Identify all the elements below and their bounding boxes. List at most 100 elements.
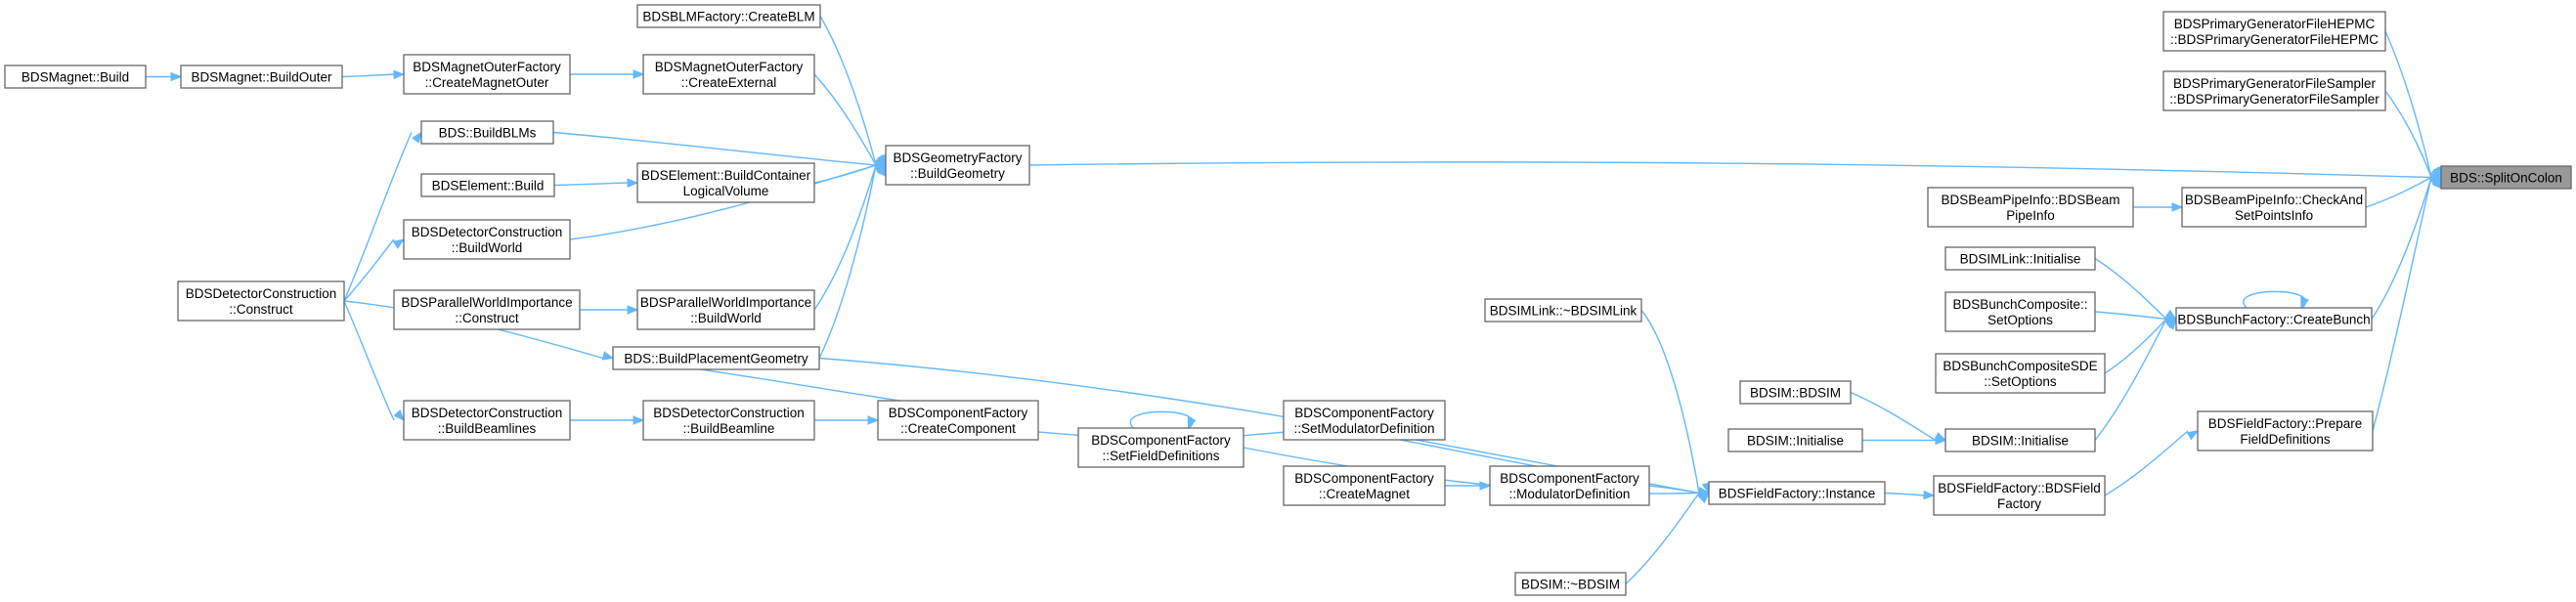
edge-line (2243, 290, 2307, 309)
edge-instance-to-fieldfactory (1884, 490, 1936, 500)
node-box (1283, 400, 1446, 441)
node-label: BDSIM::BDSIM (1750, 386, 1841, 401)
node-label: ::CreateComponent (900, 421, 1016, 436)
node-buildbeamlines[interactable]: BDSDetectorConstruction::BuildBeamlines (403, 400, 571, 441)
node-elbuild[interactable]: BDSElement::Build (420, 173, 555, 197)
node-setmod[interactable]: BDSComponentFactory::SetModulatorDefinit… (1283, 400, 1446, 441)
node-placement[interactable]: BDS::BuildPlacementGeometry (612, 346, 820, 370)
edge-line (553, 182, 629, 187)
node-label: ::SetFieldDefinitions (1102, 449, 1219, 463)
node-label: BDSComponentFactory (889, 406, 1028, 420)
node-label: ::SetModulatorDefinition (1293, 421, 1434, 436)
node-hepmc[interactable]: BDSPrimaryGeneratorFileHEPMC::BDSPrimary… (2162, 11, 2386, 52)
edge-line (1129, 410, 1194, 429)
node-createcomp[interactable]: BDSComponentFactory::CreateComponent (877, 400, 1039, 441)
node-box (403, 54, 571, 95)
node-simlinkdtor[interactable]: BDSIMLink::~BDSIMLink (1484, 298, 1642, 322)
node-box (393, 289, 581, 330)
node-instance[interactable]: BDSFieldFactory::Instance (1708, 481, 1886, 505)
node-magbuild[interactable]: BDSMagnet::Build (4, 64, 147, 89)
node-box (2440, 165, 2572, 190)
node-buildgeom[interactable]: BDSGeometryFactory::BuildGeometry (885, 145, 1030, 186)
node-label: BDSFieldFactory::BDSField (1938, 481, 2101, 495)
node-buildbeamline[interactable]: BDSDetectorConstruction::BuildBeamline (642, 400, 815, 441)
edge-line (1648, 485, 1700, 494)
edge-arrowhead (633, 69, 645, 79)
edge-line (813, 164, 877, 311)
node-dcconstruct[interactable]: BDSDetectorConstruction::Construct (177, 280, 345, 322)
node-box (403, 219, 571, 260)
node-simlinkinit[interactable]: BDSIMLink::Initialise (1944, 246, 2096, 271)
edge-buildbeamlines-to-buildbeamline (570, 415, 645, 425)
node-box (403, 400, 571, 441)
node-label: BDSDetectorConstruction (653, 406, 805, 420)
node-fieldfactory[interactable]: BDSFieldFactory::BDSFieldFactory (1933, 475, 2106, 516)
edge-dcconstruct-to-buildblms (343, 131, 422, 302)
edge-arrowhead (1698, 487, 1711, 497)
node-label: BDSBeamPipeInfo::BDSBeam (1941, 193, 2119, 207)
node-label: FieldDefinitions (2240, 432, 2331, 447)
edge-arrowhead (1923, 490, 1936, 500)
node-buildouter[interactable]: BDSMagnet::BuildOuter (180, 64, 343, 89)
node-buildblms[interactable]: BDS::BuildBLMs (420, 120, 554, 145)
node-label: LogicalVolume (683, 184, 769, 198)
node-pwbuildworld[interactable]: BDSParallelWorldImportance::BuildWorld (636, 289, 815, 330)
edge-createbunch-to-split (2371, 176, 2442, 320)
edge-line (343, 238, 395, 302)
edge-line (813, 73, 877, 166)
edge-line (2372, 177, 2432, 432)
edge-bdsiminit2-to-biminit (1861, 435, 1947, 446)
edge-simlinkinit-to-createbunch (2094, 257, 2178, 321)
edge-line (343, 132, 413, 302)
node-label: ::CreateMagnet (1319, 487, 1410, 501)
edge-arrowhead (1187, 416, 1197, 430)
edge-line (2384, 30, 2432, 178)
edge-line (2371, 177, 2432, 320)
edge-line (818, 164, 877, 359)
node-label: BDSBunchFactory::CreateBunch (2177, 313, 2370, 327)
node-bunchcomp[interactable]: BDSBunchComposite::SetOptions (1944, 291, 2096, 332)
node-box (1283, 465, 1446, 506)
node-label: BDSBeamPipeInfo::CheckAnd (2185, 193, 2363, 207)
edge-createmagnet-to-moddef (1445, 481, 1492, 491)
node-sampler[interactable]: BDSPrimaryGeneratorFileSampler::BDSPrima… (2162, 70, 2386, 111)
node-createblm[interactable]: BDSBLMFactory::CreateBLM (636, 4, 821, 28)
node-split[interactable]: BDS::SplitOnColon (2440, 165, 2572, 190)
node-bunchsde[interactable]: BDSBunchCompositeSDE::SetOptions (1935, 353, 2106, 394)
node-pwconstruct[interactable]: BDSParallelWorldImportance::Construct (393, 289, 581, 330)
node-label: BDSIM::Initialise (1747, 434, 1844, 449)
edge-arrowhead (412, 131, 422, 144)
node-biminit[interactable]: BDSIM::Initialise (1944, 428, 2096, 452)
node-label: BDSIM::Initialise (1972, 434, 2069, 449)
node-label: ::CreateExternal (681, 75, 777, 90)
node-label: BDSComponentFactory (1091, 433, 1231, 448)
node-moddef[interactable]: BDSComponentFactory::ModulatorDefinition (1489, 465, 1650, 506)
node-bpinfo[interactable]: BDSBeamPipeInfo::BDSBeamPipeInfo (1927, 187, 2134, 228)
node-label: BDSBunchCompositeSDE (1943, 359, 2097, 373)
edge-arrowhead (867, 415, 880, 425)
node-box (420, 173, 555, 197)
edge-buildouter-to-createmagouter (341, 69, 406, 80)
node-bdsiminit2[interactable]: BDSIM::Initialise (1727, 428, 1863, 452)
edge-arrowhead (393, 409, 405, 421)
edge-biminit-to-createbunch (2094, 318, 2177, 441)
node-box (1933, 475, 2106, 516)
node-createmagnet[interactable]: BDSComponentFactory::CreateMagnet (1283, 465, 1446, 506)
node-bdsimbdsim[interactable]: BDSIM::BDSIM (1739, 380, 1852, 405)
node-box (612, 346, 820, 370)
node-bdsimdtor[interactable]: BDSIM::~BDSIM (1514, 572, 1627, 596)
node-dcbuildworld[interactable]: BDSDetectorConstruction::BuildWorld (403, 219, 571, 260)
edge-pwconstruct-to-pwbuildworld (580, 305, 639, 315)
node-setfield[interactable]: BDSComponentFactory::SetFieldDefinitions (1077, 427, 1244, 468)
node-createext[interactable]: BDSMagnetOuterFactory::CreateExternal (642, 54, 815, 95)
edge-sampler-to-split (2384, 90, 2442, 179)
edge-bpinfo-to-checkand (2133, 202, 2184, 212)
node-createmagouter[interactable]: BDSMagnetOuterFactory::CreateMagnetOuter (403, 54, 571, 95)
node-label: BDSMagnet::Build (22, 70, 129, 85)
node-label: BDSBLMFactory::CreateBLM (642, 10, 814, 24)
node-createbunch[interactable]: BDSBunchFactory::CreateBunch (2175, 307, 2373, 331)
